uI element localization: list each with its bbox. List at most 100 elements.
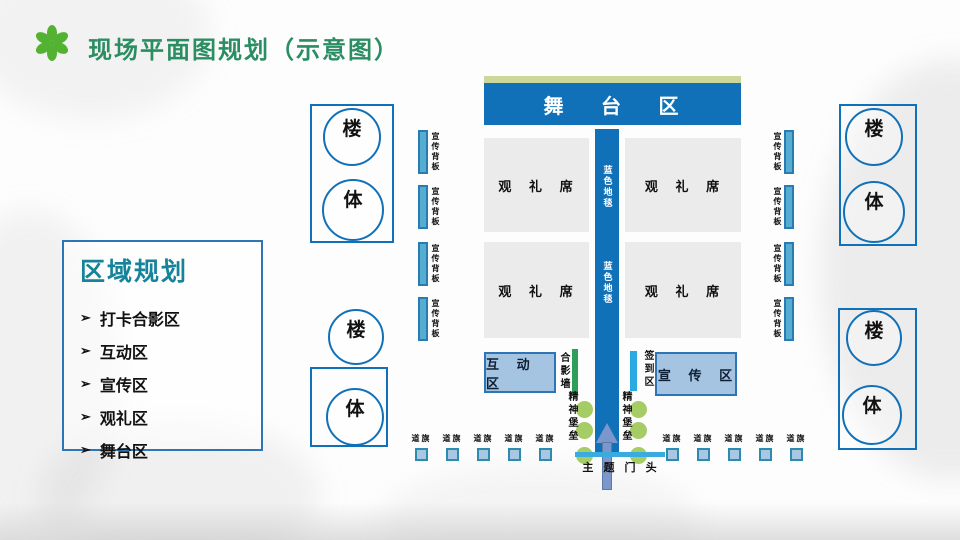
- building-outline: [838, 308, 917, 450]
- building-label: 楼: [342, 119, 362, 140]
- seat-block: 观 礼 席: [484, 138, 589, 232]
- road-flag-label: 道旗: [504, 434, 525, 443]
- road-flag: 道旗: [690, 433, 717, 461]
- entrance-arrow-icon: [596, 423, 618, 443]
- gate-line: [575, 452, 665, 457]
- road-flag: 道旗: [752, 433, 779, 461]
- legend-item: ➢ 观礼区: [80, 400, 261, 433]
- promo-board-label: 宣传背板: [431, 244, 440, 284]
- road-flag-label: 道旗: [662, 434, 683, 443]
- legend-item-label: 打卡合影区: [99, 311, 180, 329]
- legend-item: ➢舞台区: [80, 433, 261, 466]
- building-outline: [839, 104, 917, 246]
- promo-board: 宣传背板: [773, 242, 794, 286]
- road-flag-marker: [508, 448, 521, 461]
- building-label: 楼: [864, 119, 884, 140]
- promo-board-bar: [784, 297, 794, 341]
- building-label: 楼: [346, 320, 366, 341]
- legend-item: ➢ 互动区: [80, 334, 261, 367]
- promo-board-label: 宣传背板: [773, 299, 782, 339]
- road-flag: 道旗: [439, 433, 466, 461]
- building-label: 楼: [864, 321, 884, 342]
- carpet-label: 蓝色地毯: [602, 165, 613, 209]
- legend-item: ➢宣传区: [80, 367, 261, 400]
- stage-area: 舞 台 区: [484, 83, 741, 125]
- promo-board-bar: [784, 130, 794, 174]
- seat-block: 观 礼 席: [484, 242, 589, 338]
- spirit-label: 精神堡垒: [566, 391, 577, 443]
- signin-bar: [630, 351, 637, 391]
- road-flag-label: 道旗: [535, 434, 556, 443]
- road-flag-label: 道旗: [693, 434, 714, 443]
- spirit-fortress-column: 精神堡垒: [620, 391, 648, 469]
- road-flag-label: 道旗: [786, 434, 807, 443]
- arrow-bullet-icon: ➢: [80, 309, 91, 325]
- building-circle: 体: [842, 385, 902, 445]
- promo-board: 宣传背板: [773, 130, 794, 174]
- road-flag: 道旗: [783, 433, 810, 461]
- spirit-circle: [630, 422, 647, 439]
- legend-title: 区域规划: [80, 258, 189, 286]
- flag-row: 道旗 道旗 道旗 道旗 道旗: [408, 433, 559, 461]
- promo-board-label: 宣传背板: [773, 132, 782, 172]
- legend-item-label: 宣传区: [99, 377, 148, 395]
- promo-board-bar: [784, 185, 794, 229]
- carpet-label: 蓝色地毯: [602, 261, 613, 305]
- building-circle: 楼: [323, 108, 381, 166]
- road-flag: 道旗: [501, 433, 528, 461]
- promo-board-bar: [418, 242, 428, 286]
- promo-board-label: 宣传背板: [431, 187, 440, 227]
- legend-item-label: 互动区: [99, 344, 148, 362]
- building-circle: 楼: [328, 309, 384, 365]
- arrow-bullet-icon: ➢: [80, 441, 91, 457]
- building-circle: 楼: [845, 108, 903, 166]
- road-flag-marker: [666, 448, 679, 461]
- blue-carpet-strip: 蓝色地毯 蓝色地毯: [595, 129, 619, 455]
- background-bottom-gradient: [0, 502, 960, 540]
- road-flag-label: 道旗: [473, 434, 494, 443]
- page-title: 现场平面图规划（示意图）: [88, 37, 400, 64]
- legend-item-label: 观礼区: [99, 410, 148, 428]
- road-flag-label: 道旗: [755, 434, 776, 443]
- road-flag: 道旗: [408, 433, 435, 461]
- photo-wall-label: 合影墙: [558, 352, 569, 391]
- road-flag-marker: [415, 448, 428, 461]
- legend-item: ➢ 打卡合影区: [80, 301, 261, 334]
- road-flag-label: 道旗: [442, 434, 463, 443]
- promo-board: 宣传背板: [418, 297, 440, 341]
- arrow-bullet-icon: ➢: [80, 342, 91, 358]
- interactive-zone-box: 互 动 区: [484, 352, 556, 393]
- promo-board-bar: [418, 130, 428, 174]
- promo-board-label: 宣传背板: [431, 132, 440, 172]
- road-flag-marker: [477, 448, 490, 461]
- road-flag-marker: [539, 448, 552, 461]
- photo-wall-bar: [572, 349, 578, 396]
- promo-board-label: 宣传背板: [431, 299, 440, 339]
- road-flag-marker: [790, 448, 803, 461]
- promo-board-bar: [418, 297, 428, 341]
- road-flag-marker: [728, 448, 741, 461]
- road-flag: 道旗: [532, 433, 559, 461]
- spirit-circle: [630, 401, 647, 418]
- road-flag-marker: [759, 448, 772, 461]
- arrow-bullet-icon: ➢: [80, 408, 91, 424]
- legend-list: ➢打卡合影区 ➢互动区 ➢宣传区 ➢观礼区 ➢舞台区: [80, 301, 261, 466]
- road-flag-marker: [446, 448, 459, 461]
- promo-board: 宣传背板: [773, 297, 794, 341]
- road-flag: 道旗: [659, 433, 686, 461]
- entrance-arrow-tail: [602, 442, 612, 490]
- building-circle: 体: [843, 181, 905, 243]
- building-label: 体: [862, 396, 882, 417]
- spirit-label: 精神堡垒: [620, 391, 631, 443]
- signin-label: 签到区: [642, 350, 653, 389]
- stage-accent-strip: [484, 76, 741, 83]
- promo-board-bar: [784, 242, 794, 286]
- building-label: 体: [864, 192, 884, 213]
- promo-zone-box: 宣 传 区: [655, 352, 737, 396]
- spirit-circle: [576, 422, 593, 439]
- building-label: 体: [343, 190, 363, 211]
- spirit-circle: [576, 401, 593, 418]
- gate-label: 主 题 门 头: [582, 462, 658, 474]
- spirit-fortress-column: 精神堡垒: [566, 391, 594, 469]
- promo-board: 宣传背板: [418, 130, 440, 174]
